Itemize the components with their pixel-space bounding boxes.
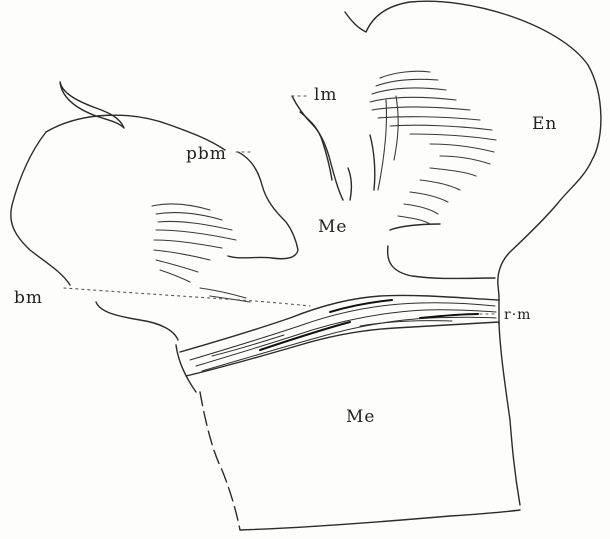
en-hatching — [370, 71, 496, 224]
left-contour — [11, 132, 70, 285]
label-en: En — [532, 114, 557, 134]
outer-contour — [345, 1, 601, 296]
right-inner-contour — [388, 224, 495, 279]
right-lower-contour — [499, 323, 520, 505]
label-me-lower: Me — [346, 407, 375, 427]
label-rm: r·m — [504, 307, 531, 323]
label-lm: lm — [314, 85, 338, 105]
lower-left-lobe — [96, 302, 178, 340]
rm-band-bottom — [186, 322, 499, 376]
lower-left-edge — [176, 345, 196, 392]
pbm-contour — [228, 152, 298, 259]
rm-band-top — [180, 295, 499, 352]
lm-fold-inner — [300, 112, 332, 180]
label-pbm: pbm — [186, 144, 227, 164]
label-bm: bm — [14, 288, 43, 308]
left-hatching — [152, 204, 250, 302]
bm-leader — [64, 288, 310, 306]
lower-box-bottom — [240, 510, 520, 530]
label-me-upper: Me — [318, 217, 347, 237]
lower-box-left — [200, 392, 240, 530]
central-split — [348, 135, 375, 200]
